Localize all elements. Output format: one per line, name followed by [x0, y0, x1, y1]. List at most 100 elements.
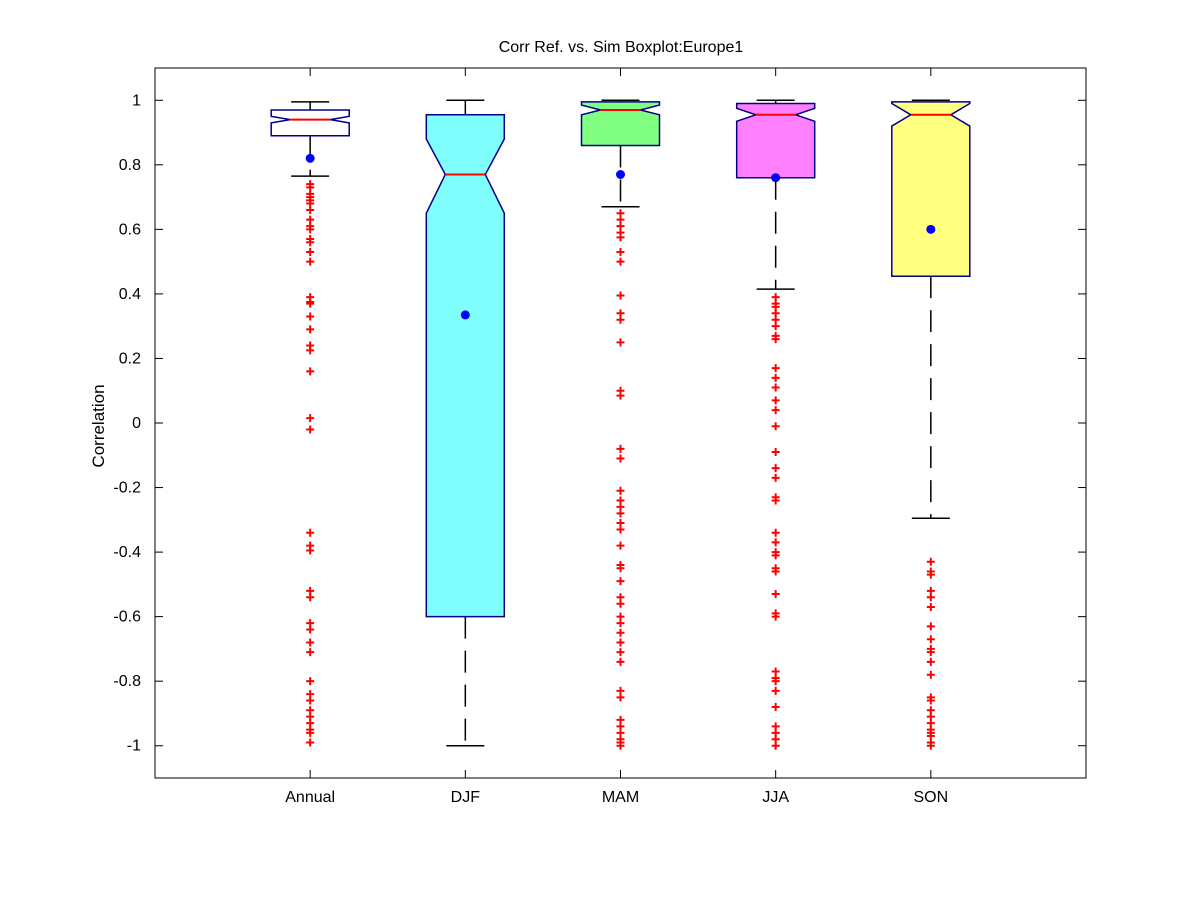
outlier-marker [306, 346, 315, 355]
mean-marker [616, 170, 625, 179]
outlier-marker [616, 509, 625, 518]
outlier-marker [616, 233, 625, 242]
outlier-marker [306, 312, 315, 321]
outlier-marker [616, 486, 625, 495]
outlier-marker [771, 335, 780, 344]
outlier-marker [771, 741, 780, 750]
notched-box [580, 101, 661, 147]
mean-marker [305, 153, 315, 163]
outlier-marker [616, 315, 625, 324]
y-tick-label: 0.2 [119, 350, 141, 367]
outlier-marker [306, 238, 315, 247]
outlier-marker [306, 648, 315, 657]
outlier-marker [616, 599, 625, 608]
outlier-marker [771, 422, 780, 431]
outlier-marker [306, 257, 315, 266]
outlier-marker [616, 657, 625, 666]
notched-box [735, 102, 816, 179]
outlier-marker [926, 657, 935, 666]
outlier-marker [306, 367, 315, 376]
outlier-marker [616, 577, 625, 586]
y-tick-label: -0.4 [113, 544, 141, 561]
outlier-marker [306, 738, 315, 747]
outlier-marker [306, 299, 315, 308]
x-tick-label: JJA [762, 789, 789, 806]
outlier-marker [926, 696, 935, 705]
y-tick-label: -0.8 [113, 673, 141, 690]
mean-marker [926, 224, 936, 234]
x-tick-label: DJF [451, 789, 481, 806]
outlier-marker [306, 225, 315, 234]
outlier-marker [926, 622, 935, 631]
outlier-marker [616, 741, 625, 750]
outlier-marker [771, 448, 780, 457]
y-axis-label: Correlation [89, 384, 108, 467]
y-tick-label: 0.4 [119, 286, 141, 303]
outlier-marker [926, 602, 935, 611]
notched-box [891, 101, 971, 277]
outlier-marker [926, 670, 935, 679]
outlier-marker [771, 373, 780, 382]
outlier-marker [616, 525, 625, 534]
outlier-marker [306, 638, 315, 647]
outlier-marker [616, 619, 625, 628]
y-tick-label: 0 [132, 415, 141, 432]
outlier-marker [306, 414, 315, 423]
chart-title: Corr Ref. vs. Sim Boxplot:Europe1 [499, 39, 744, 56]
notched-box [270, 109, 350, 137]
outlier-marker [771, 538, 780, 547]
outlier-marker [771, 496, 780, 505]
outlier-marker [926, 593, 935, 602]
outlier-marker [771, 567, 780, 576]
outlier-marker [616, 638, 625, 647]
outlier-marker [306, 593, 315, 602]
outlier-marker [616, 247, 625, 256]
outlier-marker [771, 703, 780, 711]
y-tick-label: -0.6 [113, 609, 141, 626]
x-tick-label: SON [913, 789, 948, 806]
outlier-marker [771, 686, 780, 695]
outlier-marker [616, 257, 625, 266]
outlier-marker [616, 541, 625, 550]
y-tick-label: 1 [132, 92, 141, 109]
y-tick-label: 0.6 [119, 221, 141, 238]
outlier-marker [771, 677, 780, 686]
outlier-marker [771, 364, 780, 373]
outlier-marker [306, 425, 315, 434]
outlier-marker [616, 648, 625, 657]
box-jja [735, 99, 816, 750]
outlier-marker [306, 728, 315, 737]
mean-marker [771, 173, 781, 183]
y-tick-label: -0.2 [113, 480, 141, 497]
outlier-marker [771, 473, 780, 482]
outlier-marker [771, 590, 780, 599]
outlier-marker [771, 396, 780, 405]
outlier-marker [771, 322, 780, 331]
outlier-marker [616, 444, 625, 453]
outlier-marker [616, 454, 625, 463]
outlier-marker [306, 696, 315, 705]
outlier-marker [306, 528, 315, 537]
outlier-marker [926, 570, 935, 579]
y-tick-label: 0.8 [119, 157, 141, 174]
outlier-marker [926, 648, 935, 657]
outlier-marker [771, 383, 780, 392]
outlier-marker [771, 406, 780, 415]
outlier-marker [616, 693, 625, 702]
outlier-marker [771, 551, 780, 560]
outlier-marker [616, 291, 625, 300]
outlier-marker [306, 325, 315, 334]
outlier-marker [616, 628, 625, 637]
outlier-marker [926, 741, 935, 750]
outlier-marker [306, 677, 315, 686]
outlier-marker [306, 546, 315, 555]
outlier-marker [306, 206, 315, 214]
outlier-marker [306, 247, 315, 256]
outlier-marker [771, 464, 780, 473]
outlier-marker [771, 528, 780, 537]
outlier-marker [771, 612, 780, 621]
outlier-marker [616, 564, 625, 573]
notched-box [425, 114, 506, 618]
outlier-marker [306, 625, 315, 634]
